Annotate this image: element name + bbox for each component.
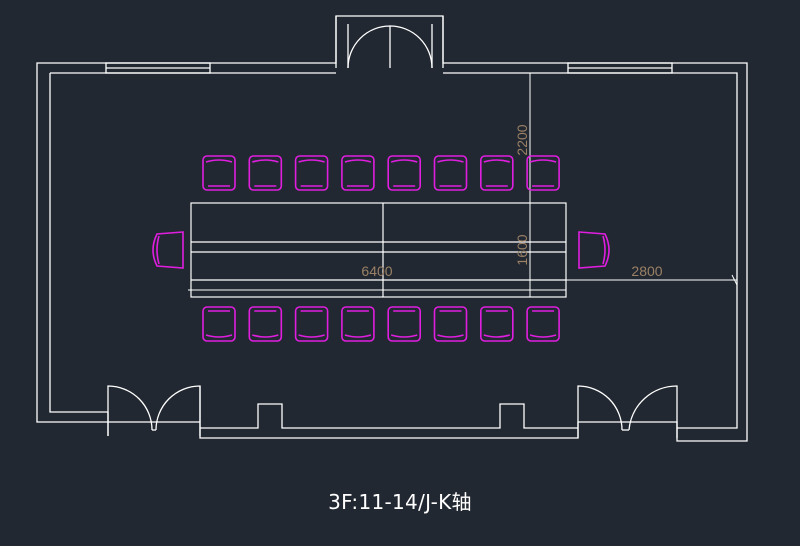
- dimension-top-clearance: 2200: [514, 124, 530, 155]
- bottom-wall: [200, 403, 578, 429]
- chair-bottom: [479, 306, 514, 342]
- chair-top: [433, 155, 468, 191]
- chair-end-right: [578, 231, 610, 269]
- dimension-table-width: 1600: [514, 234, 530, 265]
- chair-top: [526, 155, 560, 191]
- chair-bottom: [248, 306, 283, 342]
- walls: [36, 15, 748, 442]
- chair-top: [202, 155, 236, 191]
- chair-top: [294, 155, 329, 191]
- dimension-side-clearance: 2800: [631, 263, 662, 279]
- door-bottom-right: [577, 385, 678, 438]
- chair-bottom: [294, 306, 329, 342]
- dimension-lines: [188, 72, 738, 298]
- chair-bottom: [433, 306, 468, 342]
- chairs: [152, 155, 610, 342]
- chair-end-left: [152, 231, 184, 269]
- chair-bottom: [341, 306, 375, 342]
- chair-bottom: [202, 306, 236, 342]
- chair-top: [248, 155, 283, 191]
- chair-top: [479, 155, 514, 191]
- chair-top: [387, 155, 422, 191]
- drawing-caption: 3F:11-14/J-K轴: [328, 490, 472, 514]
- chair-top: [341, 155, 375, 191]
- door-bottom-left: [107, 385, 201, 436]
- chair-bottom: [526, 306, 560, 342]
- door-top: [335, 16, 444, 69]
- chair-bottom: [387, 306, 422, 342]
- dimension-table-length: 6400: [361, 263, 392, 279]
- conference-table: [190, 202, 567, 298]
- outer-wall: [36, 15, 748, 442]
